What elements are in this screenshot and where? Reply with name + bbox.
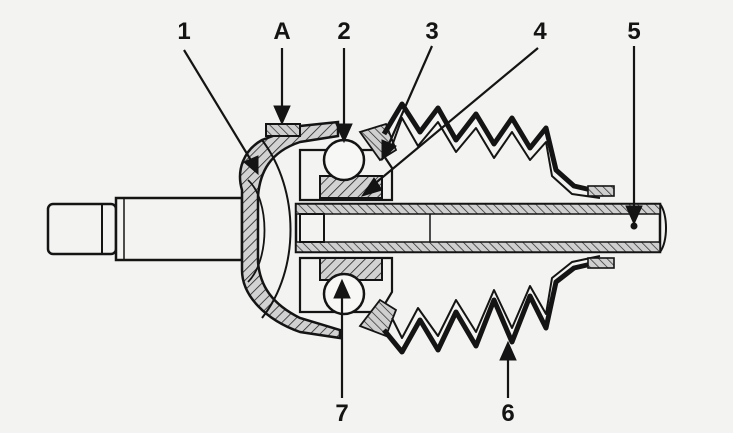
ball-top <box>322 138 366 182</box>
outer-race-housing <box>238 120 342 340</box>
callout-4: 4 <box>533 18 547 45</box>
callout-6: 6 <box>501 400 515 427</box>
drive-shaft <box>294 202 667 254</box>
boot-bellows <box>381 101 615 355</box>
callout-1: 1 <box>177 18 191 45</box>
callout-3: 3 <box>425 18 439 45</box>
outer-clamp-a <box>265 123 301 137</box>
stub-shaft <box>46 196 244 262</box>
callout-a: A <box>273 18 291 45</box>
leader-lines <box>183 45 643 398</box>
callout-7: 7 <box>335 400 349 427</box>
callout-2: 2 <box>337 18 351 45</box>
callout-5: 5 <box>627 18 641 45</box>
